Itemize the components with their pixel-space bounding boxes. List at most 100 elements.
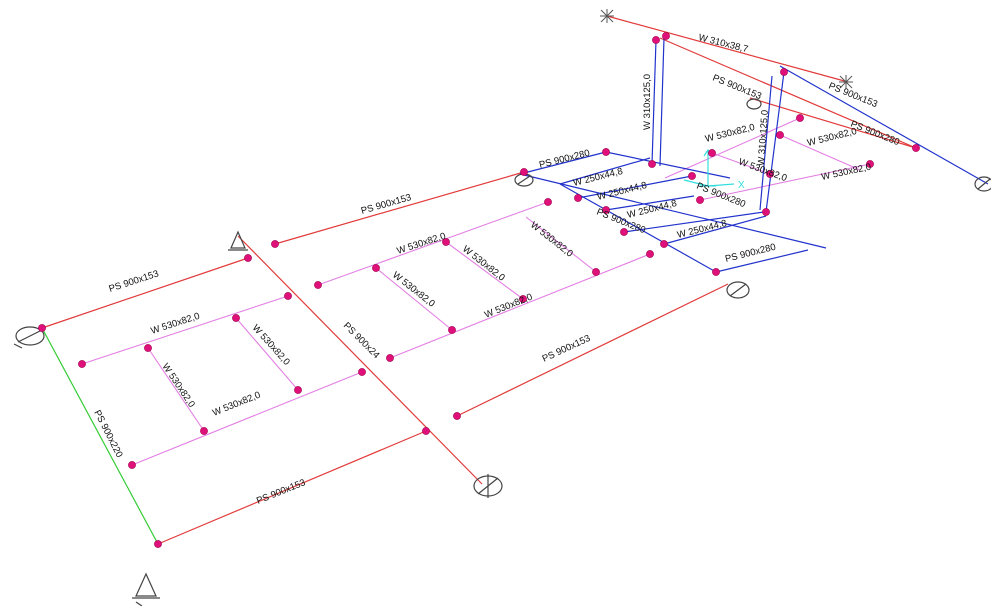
node[interactable]	[776, 131, 784, 139]
secondary-member[interactable]	[81, 295, 289, 365]
member-label: PS 900x153	[255, 477, 307, 507]
node[interactable]	[271, 240, 279, 248]
member-label: W 530x82,0	[528, 220, 575, 260]
node[interactable]	[232, 314, 240, 322]
blue-member[interactable]	[519, 151, 607, 175]
secondary-member[interactable]	[699, 163, 871, 201]
node[interactable]	[796, 114, 804, 122]
node[interactable]	[442, 238, 450, 246]
node[interactable]	[128, 461, 136, 469]
secondary-member[interactable]	[235, 317, 299, 391]
node[interactable]	[244, 254, 252, 262]
node[interactable]	[200, 427, 208, 435]
edge-beam-member[interactable]	[41, 327, 159, 545]
node[interactable]	[574, 194, 582, 202]
secondary-member[interactable]	[779, 134, 861, 171]
support-icon[interactable]	[132, 572, 160, 606]
node[interactable]	[78, 360, 86, 368]
node[interactable]	[314, 281, 322, 289]
blue-member[interactable]	[663, 215, 767, 245]
axis-x-label: X	[738, 180, 745, 191]
girder-member[interactable]	[157, 430, 427, 545]
support-icon[interactable]	[974, 176, 991, 192]
girder-member[interactable]	[749, 97, 917, 149]
secondary-member[interactable]	[147, 347, 205, 432]
secondary-member[interactable]	[389, 253, 651, 359]
node[interactable]	[762, 208, 770, 216]
blue-member[interactable]	[605, 151, 731, 179]
node[interactable]	[448, 326, 456, 334]
node[interactable]	[660, 240, 668, 248]
column-member[interactable]	[659, 37, 665, 167]
secondary-member[interactable]	[445, 241, 524, 300]
girder-member[interactable]	[41, 257, 249, 329]
column-member[interactable]	[765, 71, 785, 213]
node[interactable]	[358, 368, 366, 376]
secondary-member[interactable]	[525, 216, 597, 273]
node[interactable]	[520, 168, 528, 176]
node[interactable]	[766, 170, 774, 178]
node[interactable]	[662, 32, 670, 40]
girder-member[interactable]	[456, 283, 729, 417]
blue-member[interactable]	[715, 249, 809, 273]
column-member[interactable]	[759, 75, 773, 211]
node[interactable]	[866, 160, 874, 168]
support-icon[interactable]	[228, 230, 248, 251]
node[interactable]	[154, 540, 162, 548]
member-label: W 530x82,0	[390, 270, 437, 310]
node[interactable]	[592, 268, 600, 276]
node[interactable]	[696, 196, 704, 204]
node[interactable]	[646, 250, 654, 258]
blue-member[interactable]	[559, 183, 717, 273]
node[interactable]	[688, 172, 696, 180]
member-label: W 530x82,0	[460, 244, 507, 284]
member-label: PS 900x280	[724, 242, 777, 265]
node[interactable]	[652, 36, 660, 44]
node[interactable]	[519, 295, 527, 303]
secondary-member[interactable]	[317, 201, 549, 286]
girder-member[interactable]	[606, 15, 849, 83]
support-icon[interactable]	[473, 474, 503, 498]
blue-member[interactable]	[605, 195, 695, 211]
node[interactable]	[912, 144, 920, 152]
node[interactable]	[144, 344, 152, 352]
secondary-beam-lines	[81, 117, 871, 466]
node[interactable]	[453, 412, 461, 420]
node[interactable]	[284, 292, 292, 300]
member-label: PS 900x153	[827, 81, 879, 111]
node[interactable]	[712, 268, 720, 276]
girder-member[interactable]	[274, 171, 525, 245]
member-label: W 250x44,8	[596, 180, 648, 203]
member-label: W 530x82,0	[160, 362, 197, 410]
node[interactable]	[38, 324, 46, 332]
blue-member[interactable]	[779, 65, 989, 185]
node[interactable]	[372, 264, 380, 272]
node[interactable]	[294, 386, 302, 394]
secondary-member[interactable]	[664, 117, 801, 179]
blue-member[interactable]	[559, 157, 651, 185]
secondary-member[interactable]	[375, 267, 453, 331]
secondary-member[interactable]	[131, 371, 363, 466]
node[interactable]	[544, 198, 552, 206]
node[interactable]	[602, 206, 610, 214]
node[interactable]	[422, 427, 430, 435]
node[interactable]	[780, 68, 788, 76]
node[interactable]	[648, 160, 656, 168]
support-icon[interactable]	[13, 326, 45, 349]
support-icon[interactable]	[746, 98, 762, 110]
column-member[interactable]	[651, 39, 657, 165]
girder-member[interactable]	[237, 235, 483, 485]
node[interactable]	[602, 148, 610, 156]
support-icon[interactable]	[726, 281, 750, 299]
node[interactable]	[708, 149, 716, 157]
blue-member[interactable]	[623, 211, 765, 233]
node[interactable]	[620, 228, 628, 236]
secondary-member[interactable]	[711, 152, 771, 175]
node[interactable]	[386, 354, 394, 362]
member-label: W 310x38,7	[697, 32, 749, 55]
blue-member[interactable]	[519, 173, 827, 249]
blue-member[interactable]	[577, 175, 693, 199]
girder-member[interactable]	[659, 37, 917, 149]
